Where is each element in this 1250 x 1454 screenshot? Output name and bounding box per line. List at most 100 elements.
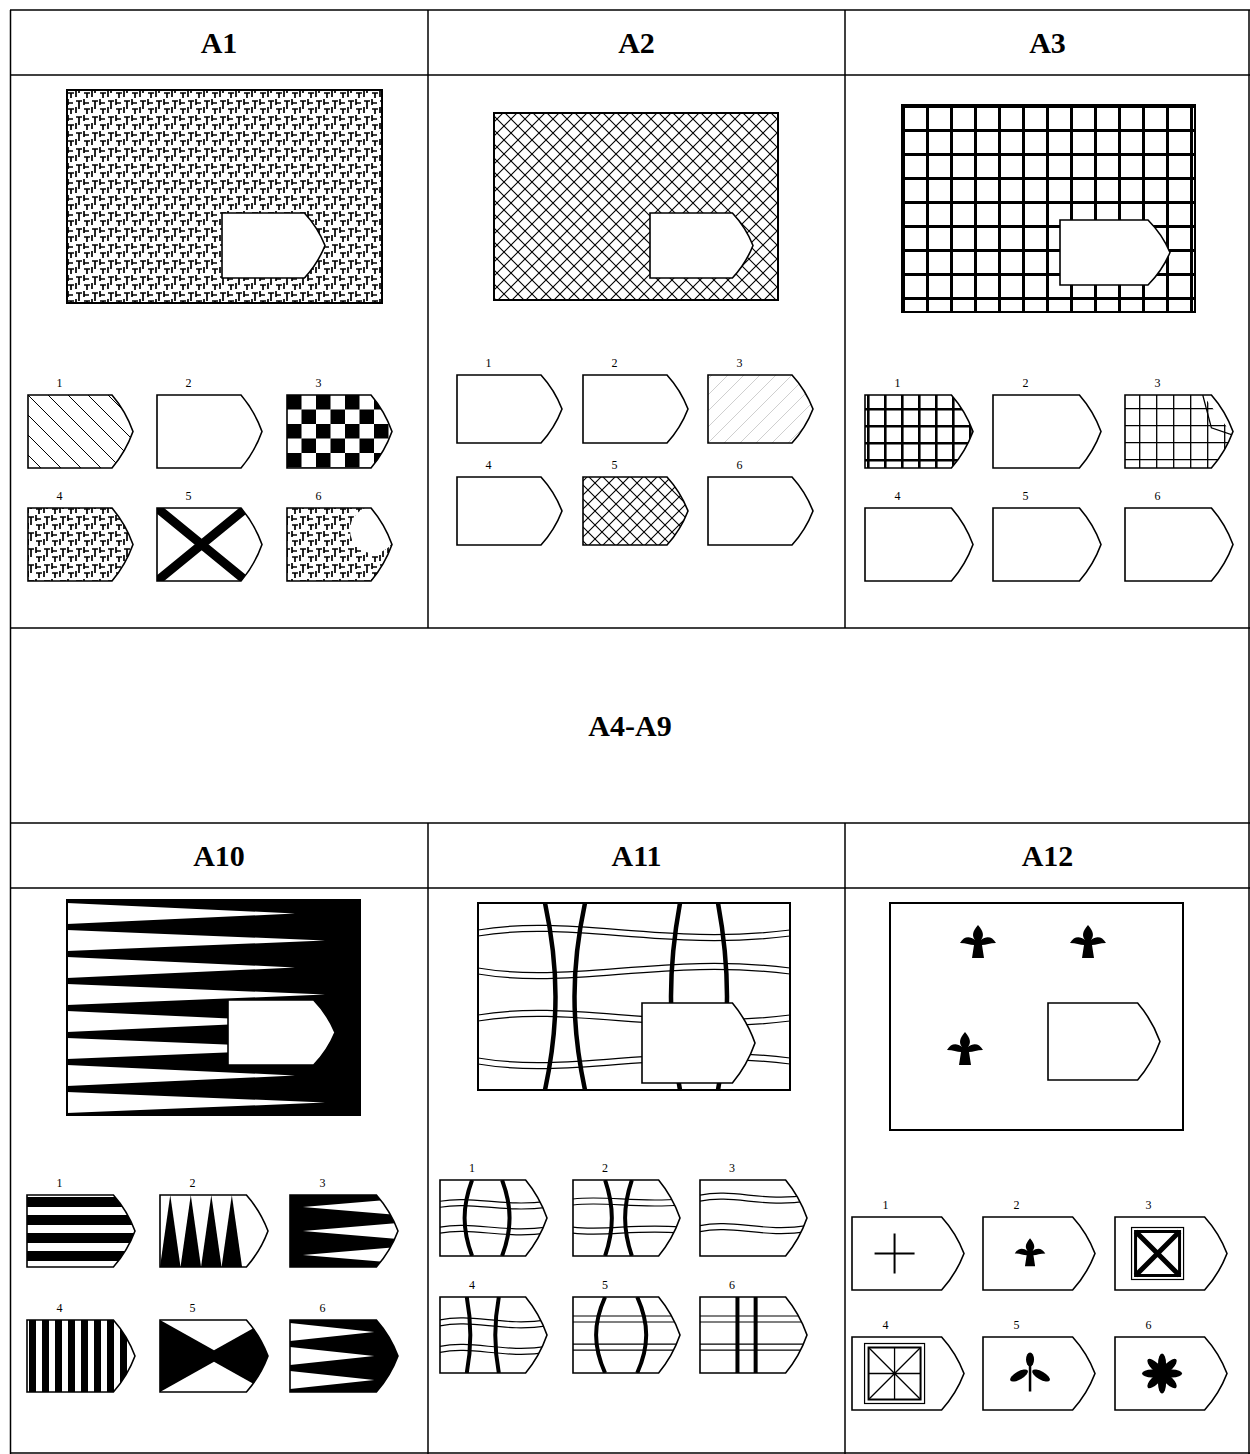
pattern-line [440,1318,547,1322]
stripe [29,1320,36,1392]
stripe [55,1320,62,1392]
option-outline [708,477,813,545]
black-ground [67,900,360,1115]
wedge [290,1323,374,1341]
pattern-line [478,963,790,972]
option-ground [700,1180,807,1256]
thick-band [625,1180,632,1256]
matrix-ground [902,105,1195,312]
option-number: 5 [1015,489,1035,503]
illustration-group [0,90,1233,1410]
matrix-ground [67,90,382,303]
cross-band [1136,1232,1180,1276]
option-fill [993,508,1101,581]
option-number: 4 [49,1301,69,1315]
option-number: 1 [462,1161,482,1175]
pattern-line [700,1344,807,1345]
option-ground [708,477,813,545]
option-ground [440,1297,547,1373]
option-outline [1125,395,1233,468]
item-header: A3 [845,10,1250,75]
option-outline [700,1180,807,1256]
check-square [316,395,331,410]
option-fill [457,375,562,443]
pattern-line [573,1321,680,1322]
check-square [302,410,317,425]
table-line [427,823,429,1454]
option-outline [573,1297,680,1373]
option-fill [1125,395,1233,468]
matrix-frame [67,90,382,303]
pattern-line [48,395,121,468]
option-number: 3 [1139,1198,1159,1212]
option-number: 5 [182,1301,202,1315]
option-number: 5 [1007,1318,1027,1332]
stripe [42,1320,49,1392]
pattern-line [700,1315,807,1316]
option-fill [583,477,688,545]
option-ground [583,477,688,545]
pattern-line [573,1315,680,1316]
option-fill [28,508,133,581]
option-number: 2 [595,1161,615,1175]
matrix-pattern [67,90,382,303]
check-square [287,395,302,410]
option-ground [157,508,262,581]
pattern-line [573,1344,680,1345]
option-outline [157,508,262,581]
fleur-symbol [1015,1238,1046,1266]
option-ground [28,395,133,468]
table-lines [10,10,1250,1454]
option-ground [1115,1217,1227,1290]
option-number: 2 [182,1176,202,1190]
option-fill [700,1297,807,1373]
option-fill [993,395,1101,468]
pattern-line [440,1344,547,1348]
option-fill [573,1297,680,1373]
option-outline [157,395,262,468]
option-outline [290,1195,398,1267]
section-label: A4-A9 [10,628,1250,823]
matrix-pattern [902,105,1195,312]
table-line [10,822,1250,824]
option-fill [983,1217,1095,1290]
pattern-line [440,1206,547,1209]
plant-bud [1026,1353,1034,1367]
option-fill [160,1320,268,1392]
thick-band [495,1297,499,1373]
option-outline [1125,508,1233,581]
option-number: 5 [179,489,199,503]
option-fill [852,1217,964,1290]
option-fill [290,1320,398,1392]
missing-piece-hole [650,213,753,278]
option-number: 6 [730,458,750,472]
black-ground [290,1195,398,1267]
spike [201,1195,222,1267]
option-ground [160,1195,268,1267]
black-ground [160,1320,268,1392]
check-square [302,439,317,454]
item-header: A11 [428,823,845,888]
option-outline [700,1297,807,1373]
pattern-line [644,375,712,443]
option-fill [708,477,813,545]
wedge [290,1371,374,1389]
option-ground [865,508,973,581]
thick-band [502,1180,510,1256]
option-ground [1125,508,1233,581]
option-outline [852,1217,964,1290]
missing-piece-hole [228,1000,335,1065]
pattern-line [700,1230,807,1234]
check-square [316,453,331,468]
option-outline [865,508,973,581]
option-number: 1 [49,1176,69,1190]
wedge [303,1247,398,1263]
pattern-line [0,395,41,468]
crosshatch-pattern [494,113,778,300]
option-number: 3 [309,376,329,390]
option-fill [1115,1337,1227,1410]
option-ground [983,1217,1095,1290]
check-square [389,439,404,454]
item-header: A10 [10,823,428,888]
check-square [374,424,389,439]
